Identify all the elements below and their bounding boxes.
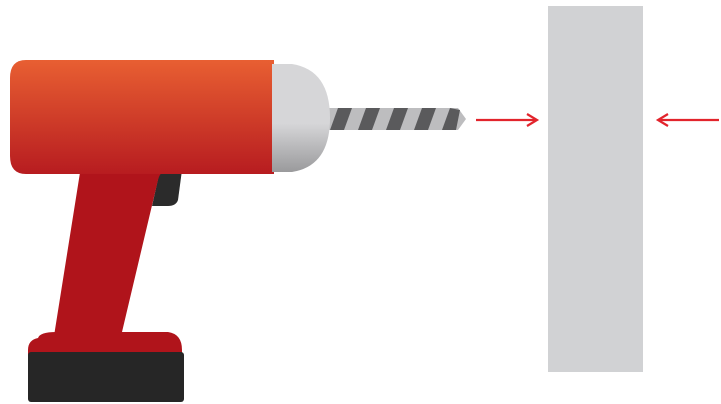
arrow-left-pointing-right bbox=[476, 113, 540, 127]
drill-bit bbox=[328, 108, 466, 130]
wall-panel bbox=[548, 6, 643, 372]
drill bbox=[10, 60, 330, 402]
arrow-right-pointing-left bbox=[655, 113, 719, 127]
battery-cap bbox=[28, 332, 182, 356]
drill-chuck bbox=[272, 64, 330, 172]
battery bbox=[28, 352, 184, 402]
drill-body bbox=[10, 60, 274, 174]
trigger bbox=[152, 170, 182, 206]
drill-handle bbox=[50, 160, 178, 346]
